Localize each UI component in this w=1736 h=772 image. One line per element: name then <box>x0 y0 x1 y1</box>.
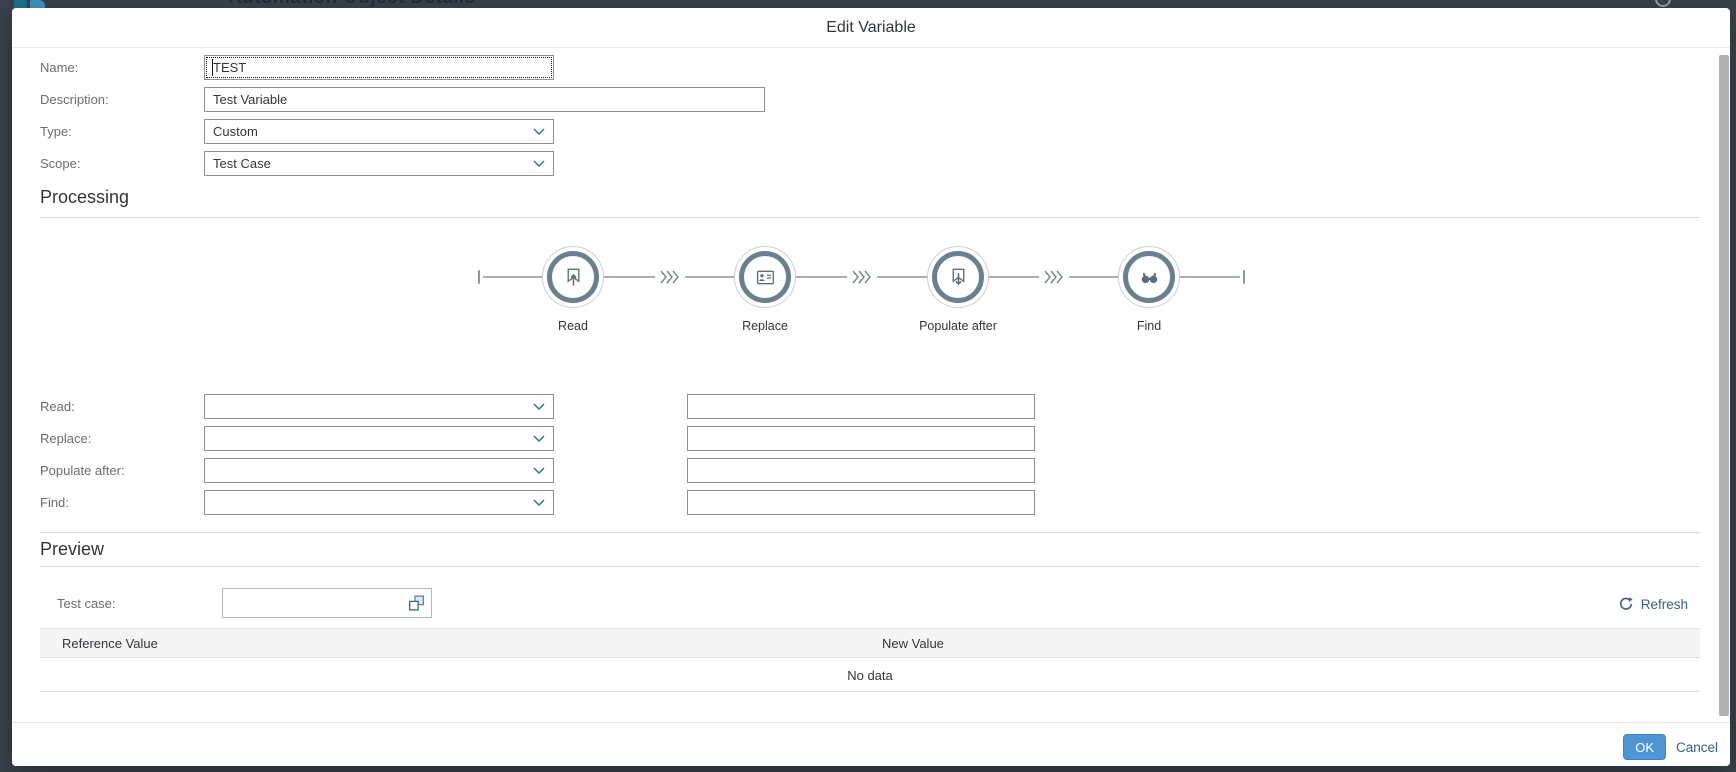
chevron-down-icon <box>533 403 545 410</box>
find-label: Find: <box>40 495 69 510</box>
chevron-down-icon <box>533 467 545 474</box>
refresh-button[interactable]: Refresh <box>1618 593 1688 615</box>
preview-table-empty-row: No data <box>40 659 1700 692</box>
populate-after-step-node[interactable] <box>927 246 989 308</box>
type-label: Type: <box>40 124 72 139</box>
replace-step-label: Replace <box>742 319 788 333</box>
type-row: Type: Custom <box>12 119 1730 144</box>
flow-start-cap <box>478 270 480 284</box>
dialog-footer: OK Cancel <box>12 722 1730 766</box>
read-row: Read: <box>12 394 1730 419</box>
name-input[interactable] <box>204 55 554 80</box>
dialog-scrollbar[interactable] <box>1719 55 1729 716</box>
chevron-down-icon <box>533 435 545 442</box>
replace-select[interactable] <box>204 426 554 451</box>
flow-chevrons-icon <box>1039 269 1069 285</box>
text-cursor <box>212 59 213 76</box>
description-row: Description: <box>12 87 1730 112</box>
column-header-new-value: New Value <box>882 635 944 651</box>
ok-button[interactable]: OK <box>1623 734 1666 760</box>
find-value-input[interactable] <box>687 490 1035 515</box>
scope-label: Scope: <box>40 156 81 171</box>
no-data-text: No data <box>847 667 893 683</box>
replace-row: Replace: <box>12 426 1730 451</box>
replace-step-icon <box>756 270 774 284</box>
find-select[interactable] <box>204 490 554 515</box>
populate-after-value-input[interactable] <box>687 458 1035 483</box>
description-input[interactable] <box>204 87 765 112</box>
populate-after-step-label: Populate after <box>919 319 997 333</box>
search-icon <box>1655 0 1671 7</box>
read-step-node[interactable] <box>542 246 604 308</box>
read-step-label: Read <box>558 319 588 333</box>
preview-separator-bottom <box>40 566 1700 567</box>
chevron-down-icon <box>533 160 545 167</box>
read-step-icon <box>567 268 579 286</box>
read-label: Read: <box>40 399 75 414</box>
preview-section-title: Preview <box>40 539 105 559</box>
refresh-icon <box>1619 597 1633 610</box>
replace-step-node[interactable] <box>734 246 796 308</box>
edit-variable-dialog: Edit Variable Name: Description: Type: C… <box>12 8 1730 766</box>
flow-chevrons-icon <box>847 269 877 285</box>
dialog-header: Edit Variable <box>12 8 1730 48</box>
find-step-node[interactable] <box>1118 246 1180 308</box>
refresh-label: Refresh <box>1640 596 1688 612</box>
name-row: Name: <box>12 55 1730 80</box>
replace-value-input[interactable] <box>687 426 1035 451</box>
chevron-down-icon <box>533 128 545 135</box>
replace-label: Replace: <box>40 431 92 446</box>
flow-end-cap <box>1243 270 1245 284</box>
populate-after-step-icon <box>952 268 964 285</box>
populate-after-select[interactable] <box>204 458 554 483</box>
populate-after-row: Populate after: <box>12 458 1730 483</box>
populate-after-label: Populate after: <box>40 463 125 478</box>
preview-table-header: Reference Value New Value <box>40 628 1700 658</box>
scope-select[interactable]: Test Case <box>204 151 554 176</box>
preview-separator-top <box>40 532 1700 533</box>
scope-row: Scope: Test Case <box>12 151 1730 176</box>
process-flow: Read Replace Populate after Find <box>12 217 1730 357</box>
cancel-button[interactable]: Cancel <box>1672 734 1722 760</box>
test-case-input[interactable] <box>222 588 432 618</box>
column-header-reference-value: Reference Value <box>62 635 158 651</box>
type-select[interactable]: Custom <box>204 119 554 144</box>
value-help-icon[interactable] <box>407 594 425 612</box>
processing-separator <box>40 217 1700 218</box>
find-step-label: Find <box>1136 319 1162 333</box>
dialog-title: Edit Variable <box>826 18 916 36</box>
test-case-label: Test case: <box>57 596 116 611</box>
name-label: Name: <box>40 60 79 75</box>
processing-section-title: Processing <box>40 187 130 207</box>
chevron-down-icon <box>533 499 545 506</box>
flow-chevrons-icon <box>655 269 685 285</box>
read-select[interactable] <box>204 394 554 419</box>
find-step-icon <box>1141 272 1157 283</box>
description-label: Description: <box>40 92 109 107</box>
read-value-input[interactable] <box>687 394 1035 419</box>
background-page-title: Automation Object Details <box>228 0 868 8</box>
find-row: Find: <box>12 490 1730 515</box>
